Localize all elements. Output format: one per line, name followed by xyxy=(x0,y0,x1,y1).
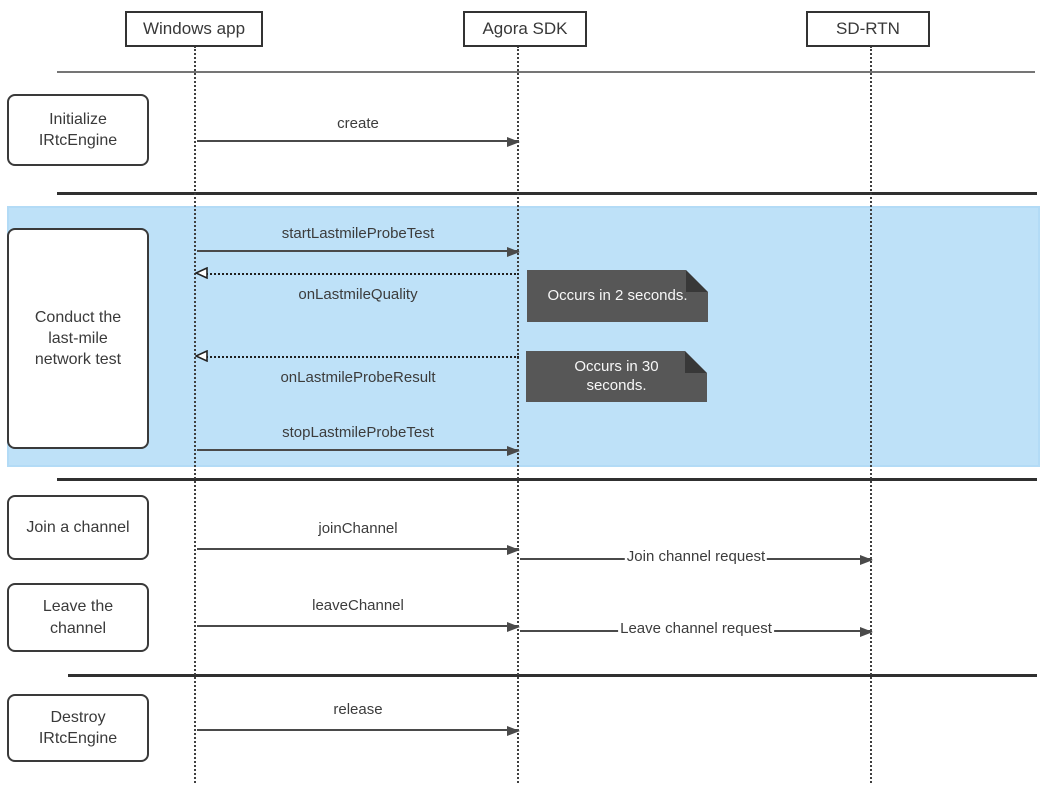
phase-label: Conduct the last-mile network test xyxy=(34,308,122,369)
message-label: Join channel request xyxy=(624,548,768,565)
actor-label: Agora SDK xyxy=(482,19,568,38)
arrowhead-left-open-icon xyxy=(194,266,208,280)
message-label: create xyxy=(337,115,379,132)
arrow-line xyxy=(197,545,520,555)
arrowhead-right-icon xyxy=(860,627,873,637)
arrowhead-right-icon xyxy=(860,555,873,565)
actor-box-sd-rtn: SD-RTN xyxy=(806,11,930,47)
phase-label: Leave the channel xyxy=(42,598,114,637)
message-label: stopLastmileProbeTest xyxy=(282,424,434,441)
phase-box-join-channel: Join a channel xyxy=(7,495,149,560)
arrowhead-right-icon xyxy=(507,137,520,147)
message-label: joinChannel xyxy=(318,520,398,537)
section-divider xyxy=(57,192,1037,195)
lifeline-sd-rtn xyxy=(870,46,872,783)
arrowhead-right-icon xyxy=(507,726,520,736)
arrow-line xyxy=(197,137,520,147)
message-label: release xyxy=(333,701,383,718)
section-divider xyxy=(57,478,1037,481)
phase-label: Initialize IRtcEngine xyxy=(38,110,118,149)
arrow-line xyxy=(197,247,520,257)
phase-box-lastmile-test: Conduct the last-mile network test xyxy=(7,228,149,449)
arrow-line xyxy=(197,726,520,736)
message-label: onLastmileQuality xyxy=(298,286,418,303)
highlight-band xyxy=(7,206,1040,467)
lifeline-windows-app xyxy=(194,46,196,783)
actor-label: Windows app xyxy=(142,19,246,38)
note-text: Occurs in 30 seconds. xyxy=(574,357,659,394)
arrow-line-dotted xyxy=(203,273,519,275)
note-occurs-30-seconds: Occurs in 30 seconds. xyxy=(526,351,707,402)
actor-box-agora-sdk: Agora SDK xyxy=(463,11,587,47)
arrowhead-right-icon xyxy=(507,622,520,632)
note-occurs-2-seconds: Occurs in 2 seconds. xyxy=(527,270,708,322)
phase-box-leave-channel: Leave the channel xyxy=(7,583,149,652)
actor-label: SD-RTN xyxy=(836,19,900,38)
phase-box-initialize: Initialize IRtcEngine xyxy=(7,94,149,166)
message-label: onLastmileProbeResult xyxy=(280,369,436,386)
message-label: leaveChannel xyxy=(312,597,404,614)
section-divider xyxy=(68,674,1037,677)
arrow-line xyxy=(197,446,520,456)
message-label: startLastmileProbeTest xyxy=(281,225,435,242)
note-text: Occurs in 2 seconds. xyxy=(547,286,688,304)
lifeline-agora-sdk xyxy=(517,46,519,783)
phase-label: Join a channel xyxy=(26,518,130,536)
section-divider xyxy=(57,71,1035,73)
phase-label: Destroy IRtcEngine xyxy=(38,708,118,747)
actor-box-windows-app: Windows app xyxy=(125,11,263,47)
arrowhead-right-icon xyxy=(507,545,520,555)
arrowhead-left-open-icon xyxy=(194,349,208,363)
arrowhead-right-icon xyxy=(507,247,520,257)
arrowhead-right-icon xyxy=(507,446,520,456)
message-label: Leave channel request xyxy=(618,620,774,637)
arrow-line-dotted xyxy=(203,356,519,358)
phase-box-destroy: Destroy IRtcEngine xyxy=(7,694,149,762)
arrow-line xyxy=(197,622,520,632)
